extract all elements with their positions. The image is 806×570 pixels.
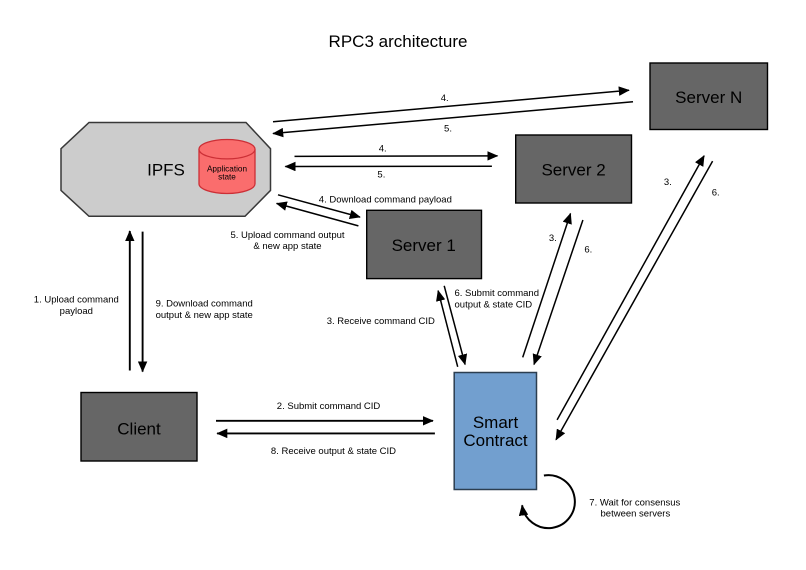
svg-text:Server 2: Server 2 — [541, 161, 605, 180]
svg-text:6. Submit command: 6. Submit command — [455, 288, 539, 299]
svg-text:6.: 6. — [712, 188, 720, 199]
svg-text:9. Download command: 9. Download command — [156, 298, 253, 309]
svg-text:output & state CID: output & state CID — [455, 299, 533, 310]
svg-text:7. Wait for consensus: 7. Wait for consensus — [589, 498, 680, 509]
svg-text:payload: payload — [60, 306, 93, 317]
svg-text:4.: 4. — [379, 144, 387, 155]
svg-text:4.: 4. — [441, 93, 449, 104]
svg-text:3.: 3. — [664, 177, 672, 188]
svg-text:Contract: Contract — [463, 431, 528, 450]
svg-text:1. Upload command: 1. Upload command — [34, 295, 119, 306]
svg-text:5.: 5. — [444, 123, 452, 134]
svg-text:4. Download command payload: 4. Download command payload — [319, 194, 452, 205]
svg-text:RPC3 architecture: RPC3 architecture — [329, 32, 468, 51]
svg-text:between servers: between servers — [601, 508, 671, 519]
svg-text:5. Upload command output: 5. Upload command output — [230, 230, 344, 241]
svg-text:3.: 3. — [549, 233, 557, 244]
svg-text:output & new app state: output & new app state — [156, 310, 253, 321]
svg-text:5.: 5. — [377, 170, 385, 181]
svg-text:Server N: Server N — [675, 88, 742, 107]
svg-text:6.: 6. — [584, 245, 592, 256]
svg-text:Server 1: Server 1 — [392, 236, 456, 255]
svg-text:state: state — [218, 173, 236, 182]
svg-text:Application: Application — [207, 164, 248, 173]
svg-text:2. Submit command CID: 2. Submit command CID — [277, 401, 381, 412]
svg-text:Smart: Smart — [473, 413, 519, 432]
svg-text:IPFS: IPFS — [147, 161, 185, 180]
svg-text:& new app state: & new app state — [253, 241, 321, 252]
svg-text:3. Receive command CID: 3. Receive command CID — [327, 316, 435, 327]
svg-text:8. Receive output & state CID: 8. Receive output & state CID — [271, 446, 396, 457]
svg-text:Client: Client — [117, 419, 161, 438]
